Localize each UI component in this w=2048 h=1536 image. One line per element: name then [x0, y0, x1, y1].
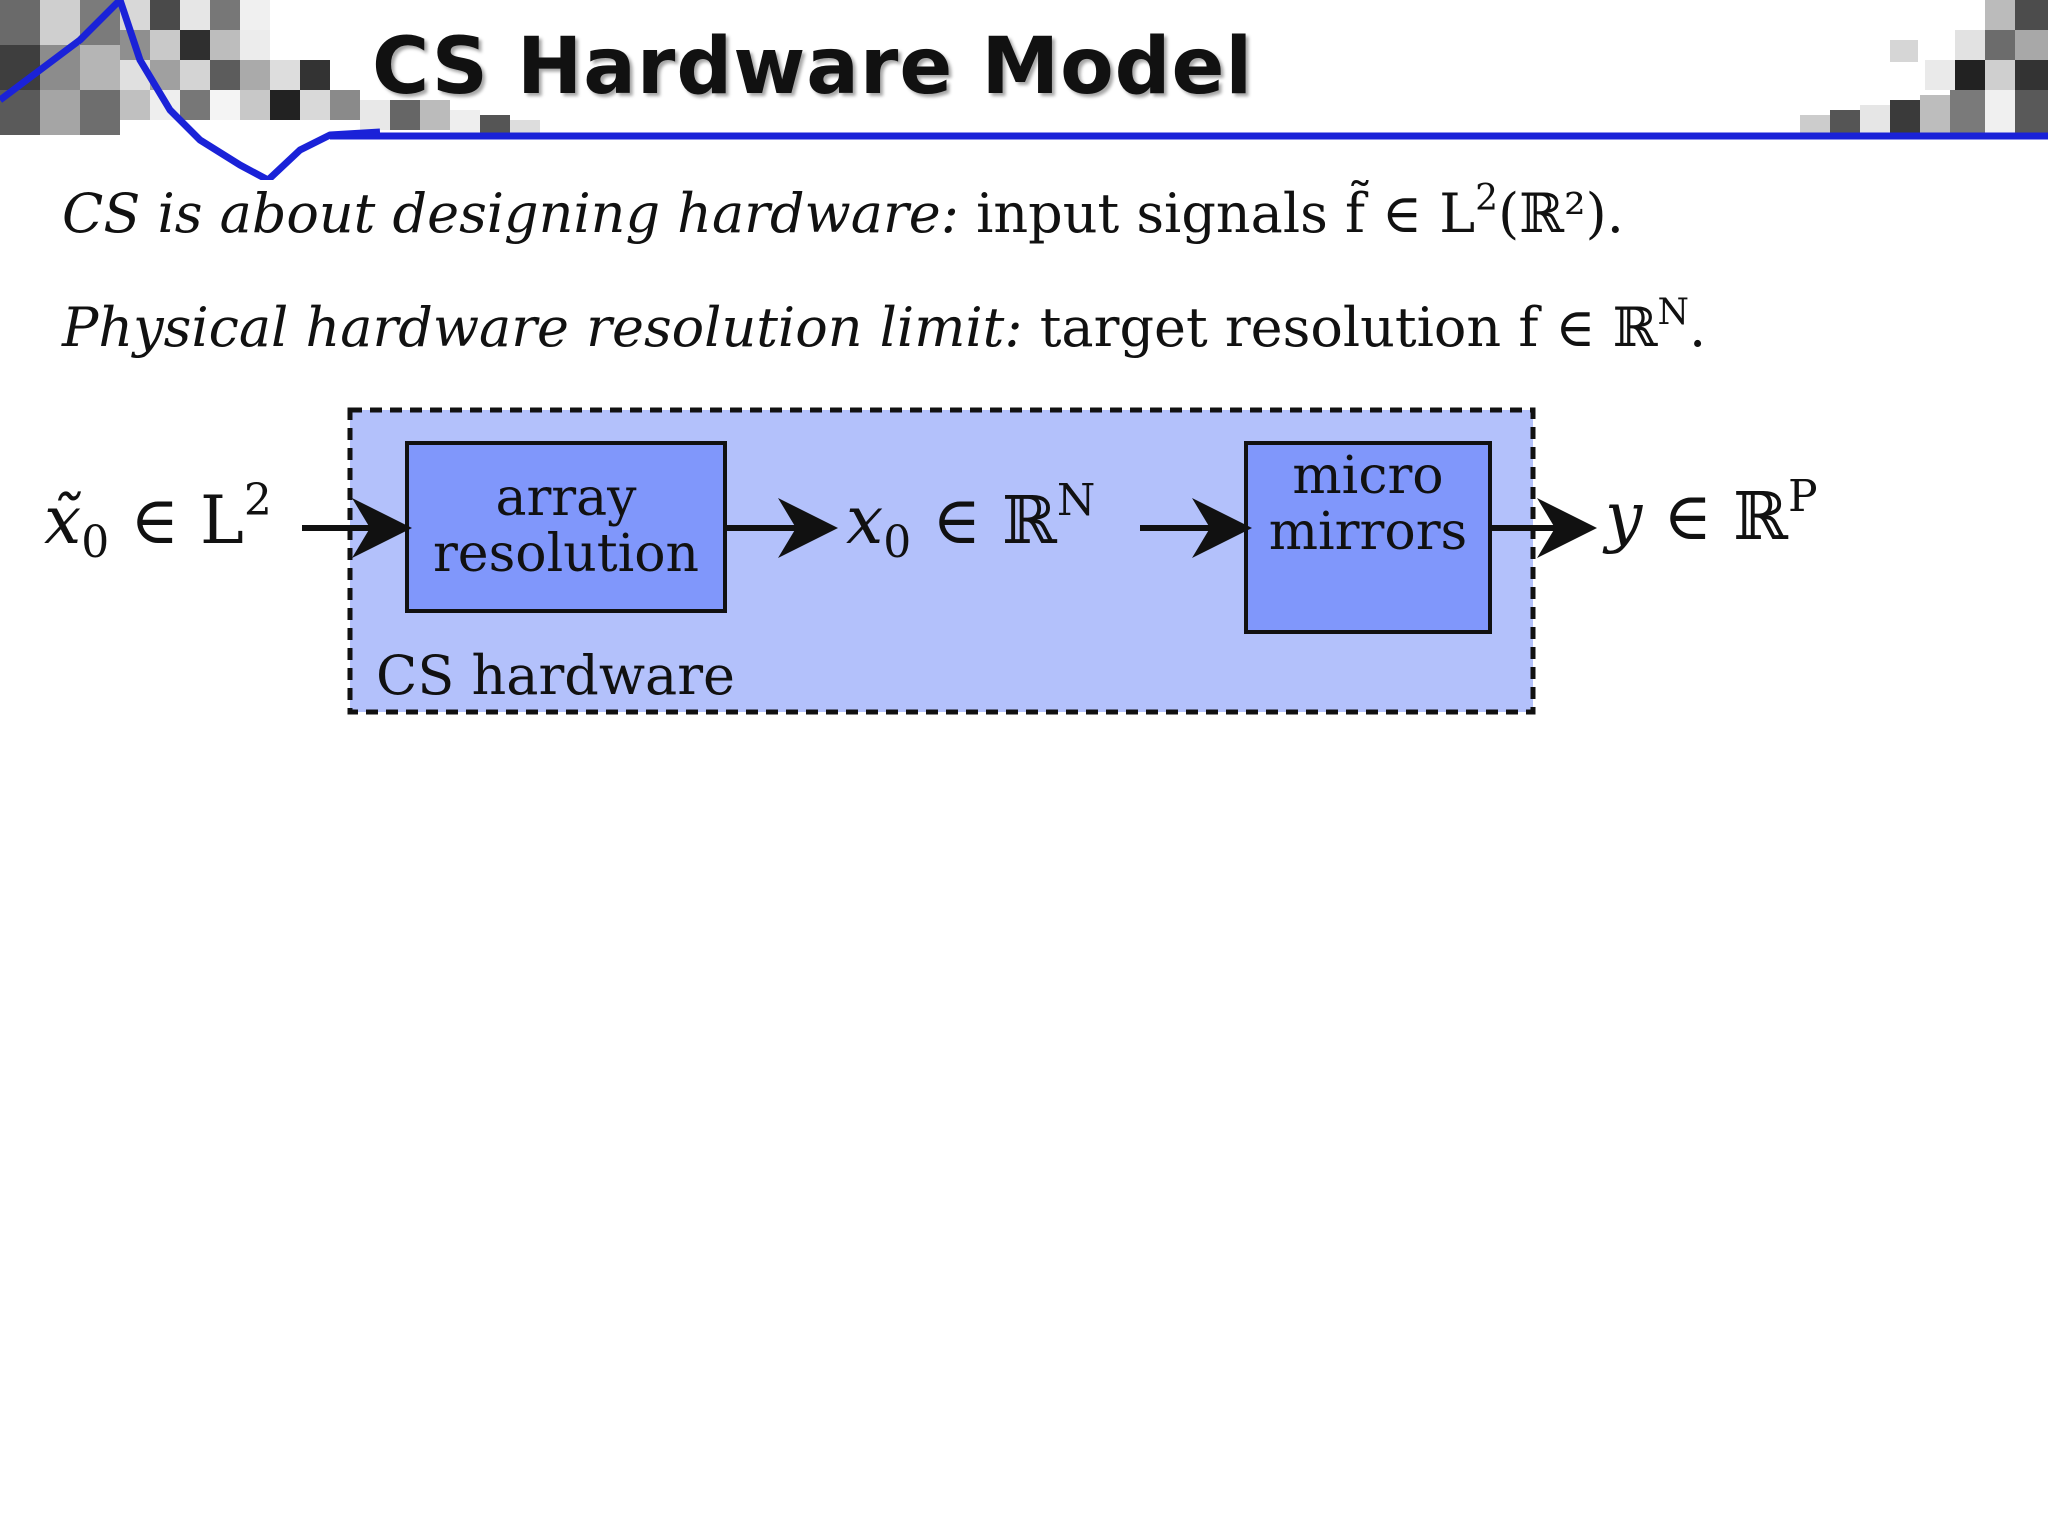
input-sub: 0 — [81, 517, 110, 568]
slide-header: CS Hardware Model — [0, 0, 2048, 184]
line1-math-post: (ℝ²). — [1498, 182, 1624, 245]
mid-var: x — [846, 482, 884, 559]
intermediate-signal-label: x0 ∈ ℝN — [846, 479, 1095, 565]
header-blue-curve — [0, 0, 381, 184]
array-label-line1: array — [495, 468, 637, 528]
slide-title: CS Hardware Model — [372, 22, 1254, 112]
output-var: y — [1605, 478, 1643, 555]
line2-plain: target resolution — [1039, 296, 1502, 359]
input-signal-label: x̃0 ∈ L2 — [44, 479, 272, 565]
line1-plain: input signals — [976, 182, 1328, 245]
micro-mirrors-label: micro mirrors — [1246, 448, 1490, 560]
input-sup: 2 — [243, 475, 272, 526]
line2-italic: Physical hardware resolution limit: — [62, 296, 1023, 359]
output-signal-label: y ∈ ℝP — [1605, 475, 1818, 556]
mirrors-label-line2: mirrors — [1268, 502, 1468, 562]
line1-italic: CS is about designing hardware: — [62, 182, 959, 245]
text-line-hardware-design: CS is about designing hardware: input si… — [62, 181, 1624, 246]
array-resolution-label: array resolution — [407, 470, 725, 582]
line1-math-sup: 2 — [1475, 178, 1499, 219]
mirrors-label-line1: micro — [1292, 446, 1444, 506]
mid-rest: ∈ ℝ — [932, 482, 1057, 559]
output-sup: P — [1787, 471, 1818, 522]
input-rest: ∈ L — [130, 482, 244, 559]
text-line-resolution-limit: Physical hardware resolution limit: targ… — [62, 295, 1707, 360]
line2-math-pre: f ∈ ℝ — [1518, 296, 1658, 359]
line2-math-post: . — [1688, 296, 1707, 359]
array-label-line2: resolution — [432, 524, 700, 584]
output-rest: ∈ ℝ — [1663, 478, 1788, 555]
line1-math-pre: f̃ ∈ L — [1345, 182, 1476, 245]
mid-sup: N — [1056, 475, 1096, 526]
header-decoration — [0, 0, 2048, 184]
line2-math-sup: N — [1657, 292, 1689, 333]
cs-hardware-label: CS hardware — [376, 644, 736, 707]
input-var: x̃ — [44, 482, 82, 559]
header-mosaic-right — [1800, 0, 2048, 135]
mid-sub: 0 — [883, 517, 912, 568]
